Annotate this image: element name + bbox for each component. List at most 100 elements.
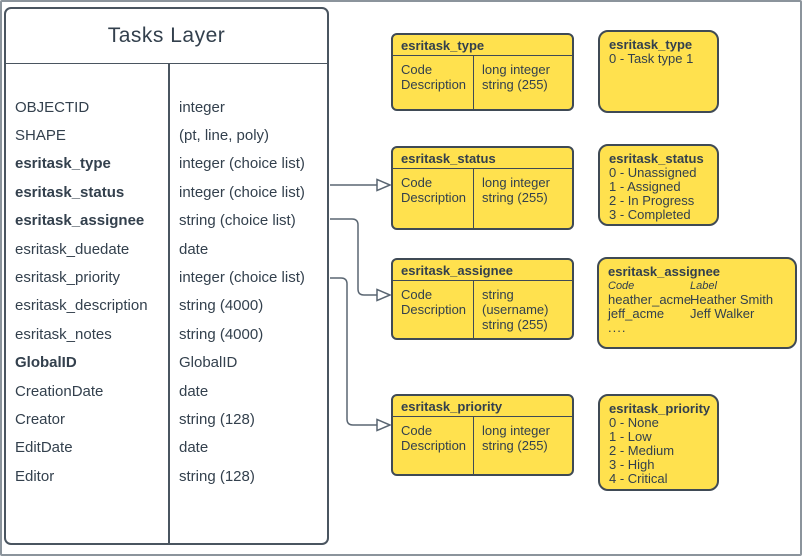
field-name: GlobalID	[15, 354, 77, 372]
field-name: esritask_description	[15, 297, 148, 315]
field-type: string (choice list)	[179, 212, 296, 230]
field-type: string (128)	[179, 410, 255, 428]
schema-type: long integer	[482, 62, 550, 77]
field-row[interactable]: esritask_priority integer (choice list)	[6, 263, 327, 291]
field-name: EditDate	[15, 439, 73, 457]
field-row[interactable]: Creator string (128)	[6, 405, 327, 433]
field-type: integer (choice list)	[179, 155, 305, 173]
choice-column-header: Code	[608, 280, 635, 292]
choice-code: heather_acme	[608, 292, 692, 307]
schema-type: long integer	[482, 175, 550, 190]
field-type: date	[179, 439, 209, 457]
field-name: CreationDate	[15, 382, 104, 400]
domain-box-title: esritask_priority	[609, 401, 711, 416]
table-column-divider	[168, 64, 170, 543]
choice-column-header: Label	[690, 280, 717, 292]
field-type: GlobalID	[179, 354, 238, 372]
choice-label: Jeff Walker	[690, 306, 755, 321]
domain-box-title: esritask_assignee	[393, 260, 572, 281]
field-row[interactable]: EditDate date	[6, 434, 327, 462]
choice-value: 1 - Low	[609, 429, 652, 444]
domain-box-title: esritask_type	[609, 37, 693, 52]
schema-key: Description	[401, 77, 467, 92]
schema-key: Code	[401, 62, 433, 77]
choice-value: 4 - Critical	[609, 471, 668, 486]
field-name: esritask_duedate	[15, 240, 130, 258]
schema-key: Code	[401, 287, 433, 302]
field-name: Editor	[15, 467, 55, 485]
choice-label: Heather Smith	[690, 292, 774, 307]
field-row[interactable]: esritask_duedate date	[6, 235, 327, 263]
field-name: esritask_priority	[15, 269, 121, 287]
field-row[interactable]: CreationDate date	[6, 377, 327, 405]
field-type: integer (choice list)	[179, 183, 305, 201]
choice-value: 3 - High	[609, 457, 655, 472]
schema-types-column: string (username)string (255)	[474, 281, 572, 338]
choice-value: 3 - Completed	[609, 207, 691, 222]
open-arrowhead-icon	[376, 418, 392, 432]
field-name: SHAPE	[15, 127, 66, 145]
schema-type: string (username)	[482, 287, 549, 317]
schema-key: Code	[401, 175, 433, 190]
field-type: integer (choice list)	[179, 269, 305, 287]
choice-column-headers: Code Label	[608, 279, 786, 293]
schema-key: Description	[401, 302, 467, 317]
field-type: string (4000)	[179, 297, 264, 315]
choice-value: 0 - Task type 1	[609, 51, 694, 66]
field-type: integer	[179, 98, 225, 116]
field-type: date	[179, 240, 209, 258]
domain-box-title: esritask_priority	[393, 396, 572, 417]
schema-key: Code	[401, 423, 433, 438]
field-row[interactable]: SHAPE (pt, line, poly)	[6, 121, 327, 149]
schema-type: string (255)	[482, 438, 548, 453]
open-arrowhead-icon	[376, 288, 392, 302]
schema-key: Description	[401, 190, 467, 205]
connector-esritask_priority[interactable]	[330, 277, 377, 426]
choice-value: 1 - Assigned	[609, 179, 681, 194]
field-type: string (128)	[179, 467, 255, 485]
field-type: date	[179, 382, 209, 400]
schema-type: long integer	[482, 423, 550, 438]
field-row[interactable]: esritask_description string (4000)	[6, 292, 327, 320]
field-row[interactable]: Editor string (128)	[6, 462, 327, 490]
schema-type: string (255)	[482, 317, 548, 332]
schema-type: string (255)	[482, 190, 548, 205]
domain-box-title: esritask_status	[609, 151, 704, 166]
field-name: Creator	[15, 410, 66, 428]
choice-value: 0 - None	[609, 415, 659, 430]
field-row[interactable]: GlobalID GlobalID	[6, 349, 327, 377]
field-type: (pt, line, poly)	[179, 127, 270, 145]
open-arrowhead-icon	[376, 178, 392, 192]
domain-box-title: esritask_type	[393, 35, 572, 56]
choice-value: 2 - In Progress	[609, 193, 695, 208]
domain-box-title: esritask_status	[393, 148, 572, 169]
connector-esritask_assignee[interactable]	[330, 218, 377, 296]
table-title: Tasks Layer	[6, 9, 327, 64]
